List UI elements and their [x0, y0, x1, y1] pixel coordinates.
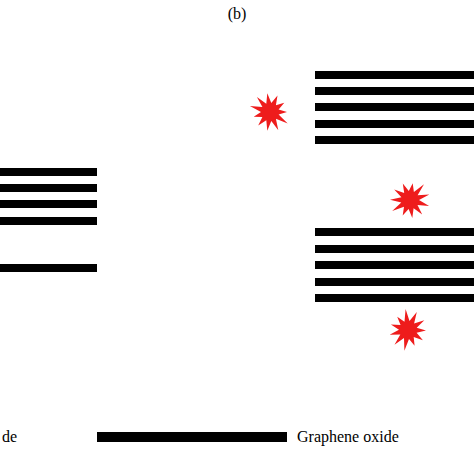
red-star — [250, 93, 288, 131]
sheet — [315, 261, 474, 269]
sheet — [315, 294, 474, 302]
red-star — [390, 183, 429, 218]
sheet — [315, 245, 474, 253]
sheet — [315, 136, 474, 144]
sheet — [0, 200, 97, 208]
sheet — [315, 103, 474, 111]
sheet — [0, 168, 97, 176]
sheet — [315, 278, 474, 286]
sheet — [0, 184, 97, 192]
sheet — [315, 87, 474, 95]
panel-label: (b) — [228, 4, 247, 23]
graphene-oxide-sheets — [0, 71, 474, 442]
sheet — [315, 228, 474, 236]
sheet — [315, 120, 474, 128]
sheet — [0, 217, 97, 225]
sheet — [0, 264, 97, 272]
legend-text: Graphene oxide — [297, 427, 399, 446]
legend-fragment: de — [2, 427, 17, 446]
red-stars — [250, 93, 429, 351]
red-star — [390, 309, 426, 351]
sheet — [315, 71, 474, 79]
legend-sample-bar — [97, 432, 287, 442]
